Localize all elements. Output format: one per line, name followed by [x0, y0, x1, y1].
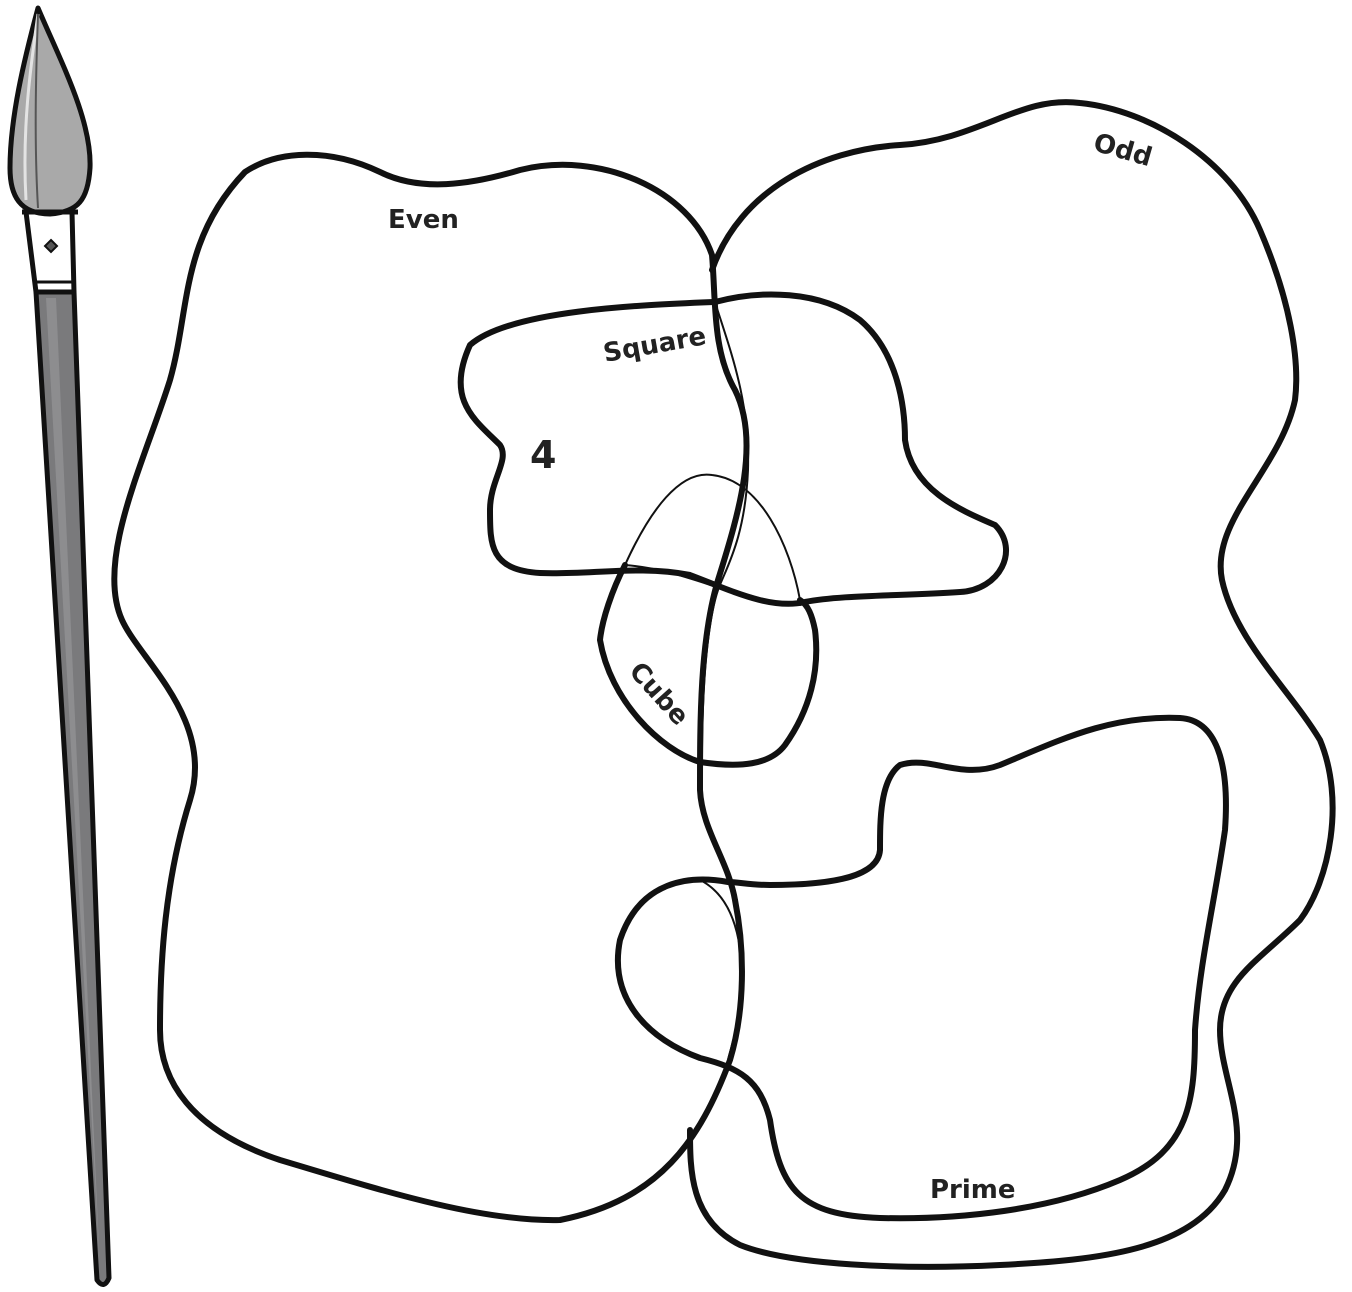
prime-region [618, 718, 1226, 1218]
square-label: Square [601, 321, 708, 369]
prime-label: Prime [930, 1175, 1016, 1205]
paintbrush-icon [10, 8, 109, 1285]
odd-label: Odd [1090, 128, 1155, 173]
even-label: Even [388, 205, 459, 235]
value-4: 4 [530, 433, 556, 477]
odd-region [690, 102, 1333, 1267]
cube-region [600, 565, 816, 765]
cube-label: Cube [623, 657, 695, 732]
